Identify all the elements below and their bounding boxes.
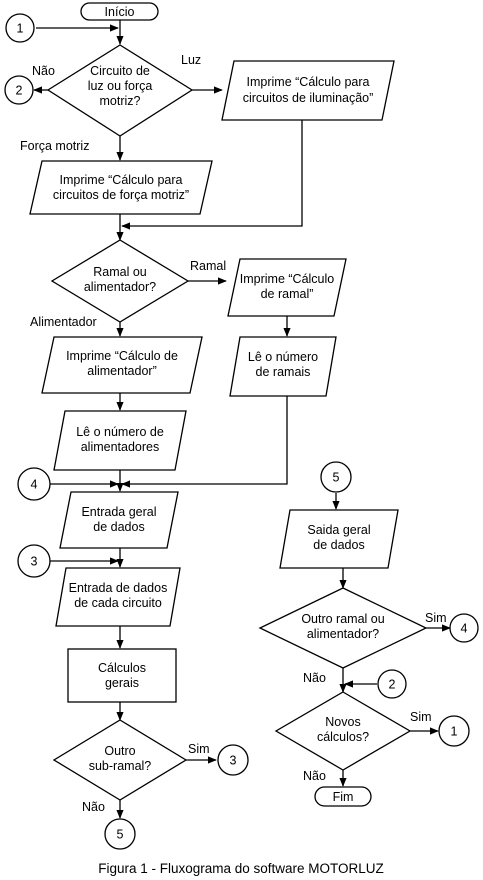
io-print-motor-line1: Imprime “Cálculo para: [60, 173, 183, 187]
edge-label-nao-new: Não: [303, 769, 326, 783]
connector-1-right: 1: [438, 715, 470, 747]
io-print-lighting-line1: Imprime “Cálculo para: [247, 75, 370, 89]
svg-text:4: 4: [461, 622, 468, 636]
decision-circuit-type-line1: Circuito de: [90, 64, 150, 78]
connector-5-top: 5: [320, 461, 352, 493]
connector-4-left: 4: [17, 467, 51, 501]
svg-text:2: 2: [16, 84, 23, 98]
decision-another-ramal: Outro ramal ou alimentador?: [258, 587, 428, 669]
decision-new-calculations: Novos cálculos?: [274, 691, 412, 771]
edge-label-forca-motriz: Força motriz: [20, 139, 89, 153]
io-print-motor-line2: circuitos de força motriz”: [53, 188, 189, 202]
io-read-ramais-line2: de ramais: [256, 365, 311, 379]
io-print-ramal: Imprime “Cálculo de ramal”: [227, 258, 347, 317]
decision-ramal-or-feeder: Ramal ou alimentador?: [50, 239, 190, 323]
svg-text:4: 4: [31, 478, 38, 492]
connector-1-top: 1: [5, 13, 35, 43]
svg-text:3: 3: [230, 754, 237, 768]
decision-subramal-line1: Outro: [104, 744, 135, 758]
io-read-ramais: Lê o número de ramais: [229, 336, 337, 397]
io-general-output-line2: de dados: [313, 538, 364, 552]
decision-another-ramal-line1: Outro ramal ou: [301, 612, 384, 626]
connector-3-left: 3: [17, 544, 51, 578]
edge-label-nao-1: Não: [32, 64, 55, 78]
io-general-input-line2: de dados: [93, 520, 144, 534]
svg-text:2: 2: [389, 678, 396, 692]
svg-text:1: 1: [451, 725, 458, 739]
connector-2-left: 2: [4, 75, 34, 105]
decision-circuit-type-line2: luz ou força: [88, 79, 153, 93]
decision-new-line2: cálculos?: [317, 730, 369, 744]
start-terminal: Início: [80, 2, 159, 21]
start-label: Início: [105, 5, 135, 19]
end-label: Fim: [333, 790, 354, 804]
process-calculations-line1: Cálculos: [98, 661, 146, 675]
decision-new-line1: Novos: [325, 715, 360, 729]
svg-text:5: 5: [333, 471, 340, 485]
decision-circuit-type: Circuito de luz ou força motriz?: [46, 44, 194, 137]
decision-another-ramal-line2: alimentador?: [307, 627, 379, 641]
io-general-output: Saida geral de dados: [279, 509, 399, 569]
edge-label-sim-subramal: Sim: [188, 742, 210, 756]
io-general-input: Entrada geral de dados: [59, 491, 179, 549]
io-circuit-input-line2: de cada circuito: [74, 596, 162, 610]
edge-label-sim-ramal: Sim: [425, 611, 447, 625]
io-read-ramais-line1: Lê o número: [248, 350, 318, 364]
io-general-output-line1: Saida geral: [307, 523, 370, 537]
io-print-lighting-line2: circuitos de iluminação”: [243, 91, 374, 105]
decision-another-subramal: Outro sub-ramal?: [52, 719, 188, 801]
connector-3-right: 3: [217, 744, 249, 776]
connector-2-right: 2: [377, 669, 407, 699]
edge-label-ramal: Ramal: [190, 259, 226, 273]
edge-label-nao-subramal: Não: [82, 800, 105, 814]
io-print-lighting: Imprime “Cálculo para circuitos de ilumi…: [221, 60, 395, 121]
edge-label-alimentador: Alimentador: [30, 315, 97, 329]
decision-subramal-line2: sub-ramal?: [89, 759, 152, 773]
io-print-feeder: Imprime “Cálculo de alimentador”: [41, 336, 203, 394]
end-terminal: Fim: [314, 786, 372, 807]
edge-label-nao-ramal: Não: [303, 671, 326, 685]
edge-label-luz: Luz: [181, 53, 201, 67]
figure-caption: Figura 1 - Fluxograma do software MOTORL…: [98, 861, 384, 876]
io-print-ramal-line2: de ramal”: [261, 287, 314, 301]
decision-ramal-line2: alimentador?: [84, 280, 156, 294]
connector-5-bottom: 5: [104, 818, 136, 850]
io-read-feeders-line1: Lê o número de: [76, 425, 164, 439]
io-read-feeders-line2: alimentadores: [81, 440, 160, 454]
io-print-motor: Imprime “Cálculo para circuitos de força…: [29, 160, 213, 215]
io-print-ramal-line1: Imprime “Cálculo: [240, 272, 335, 286]
connector-4-right: 4: [449, 613, 479, 643]
edge-label-sim-new: Sim: [410, 710, 432, 724]
process-calculations: Cálculos gerais: [67, 648, 177, 703]
io-print-feeder-line1: Imprime “Cálculo de: [66, 349, 178, 363]
process-calculations-line2: gerais: [105, 676, 139, 690]
io-circuit-input: Entrada de dados de cada circuito: [55, 567, 181, 627]
svg-text:3: 3: [31, 555, 38, 569]
svg-text:1: 1: [17, 22, 24, 36]
decision-ramal-line1: Ramal ou: [93, 265, 147, 279]
io-read-feeders: Lê o número de alimentadores: [53, 410, 187, 471]
flow-lines: [33, 20, 451, 819]
decision-circuit-type-line3: motriz?: [100, 94, 141, 108]
io-general-input-line1: Entrada geral: [81, 505, 156, 519]
svg-text:5: 5: [117, 828, 124, 842]
io-circuit-input-line1: Entrada de dados: [69, 581, 168, 595]
io-print-feeder-line2: alimentador”: [87, 364, 156, 378]
